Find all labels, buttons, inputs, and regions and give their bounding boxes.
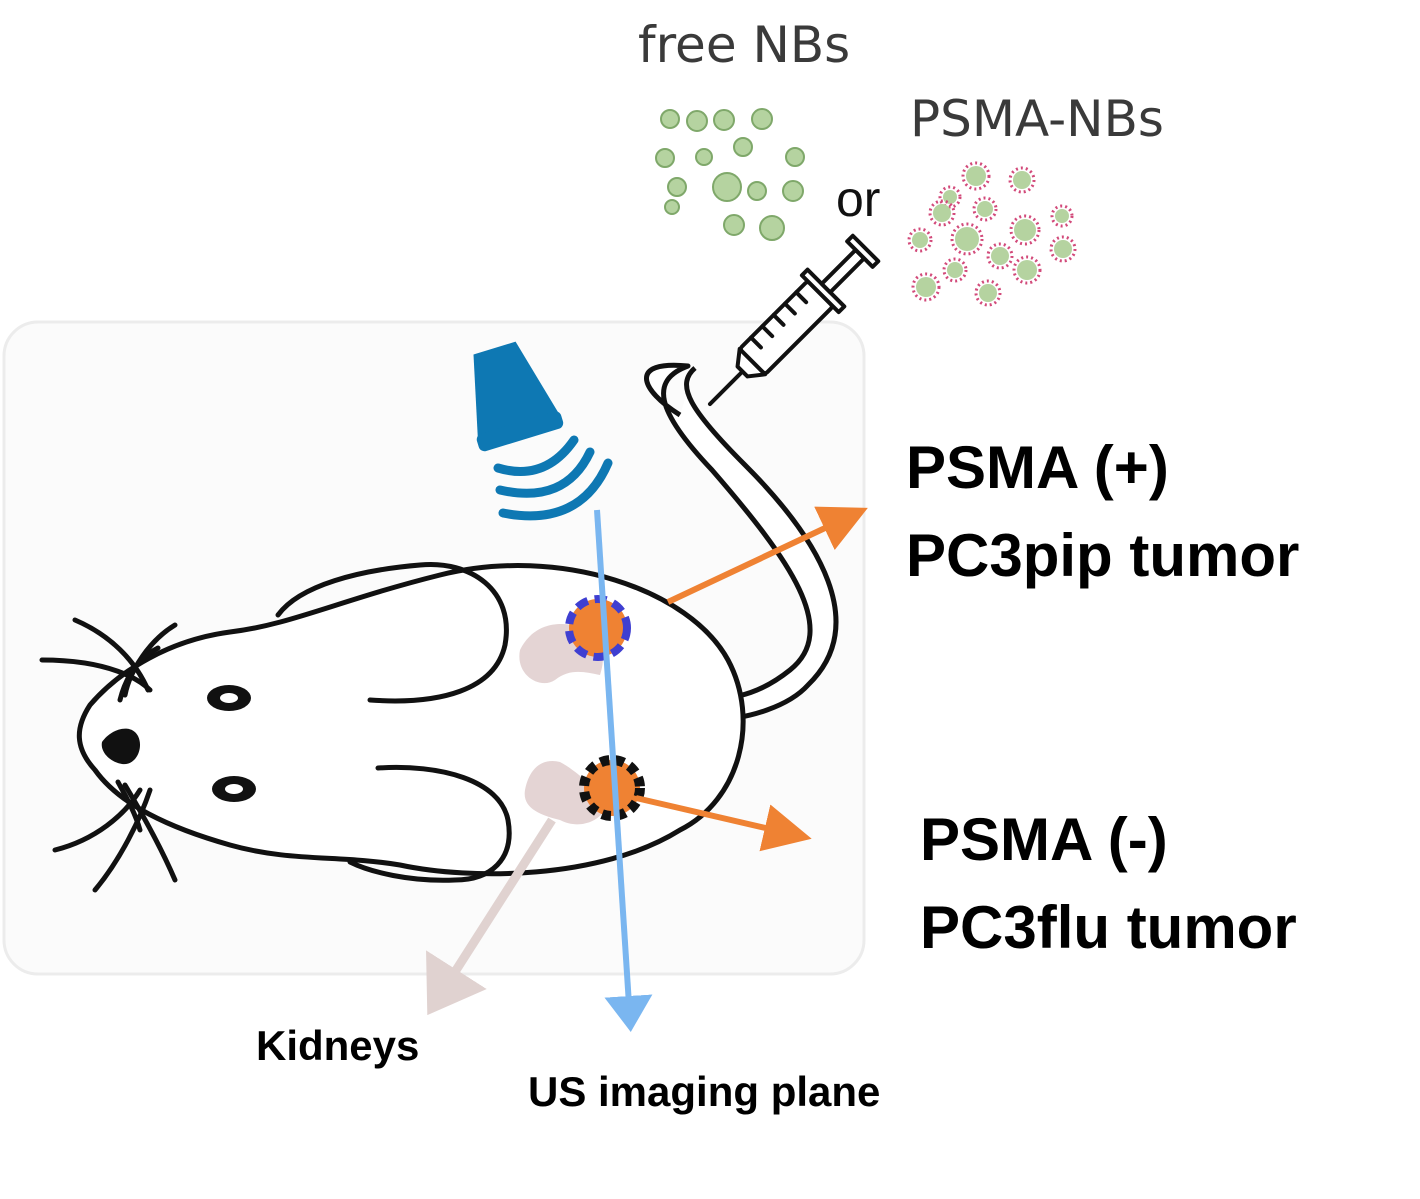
nanobubble [733,137,753,157]
whisker [122,782,178,883]
eye-icon [212,776,256,802]
whisker [117,645,161,703]
psma-nanobubble [1055,209,1069,223]
psma-nbs-label: PSMA-NBs [910,90,1164,148]
psma-ligand-ring [986,242,1014,270]
psma-nanobubble [966,166,986,186]
psma-nanobubble [991,247,1009,265]
whisker [115,779,143,833]
nanobubble [695,148,713,166]
psma-ligand-ring [1009,214,1041,246]
us-imaging-plane-label: US imaging plane [528,1068,880,1115]
nanobubble [785,147,805,167]
nanobubble [664,199,680,215]
nanobubble [712,172,742,202]
psma-nanobubble [979,284,997,302]
whisker [72,617,151,693]
kidney-lower [524,760,605,825]
psma-nanobubble [977,201,993,217]
psma-nanobubble [916,277,936,297]
psma-nanobubble [955,227,979,251]
whisker [92,787,153,893]
psma-nanobubble [947,262,963,278]
psma-ligand-ring [911,272,941,302]
nanobubble [655,148,675,168]
psma-negative-arrow [635,795,812,852]
psma-nanobubble [933,204,951,222]
psma-nanobubble [912,232,928,248]
mouse-ear-upper [275,561,509,704]
psma-nanobubble [1017,260,1037,280]
ultrasound-transducer-icon [473,341,564,452]
free-nbs-label: free NBs [638,16,850,74]
psma-ligand-ring [1049,235,1077,263]
psma-ligand-ring [1050,204,1074,228]
nanobubble [747,181,767,201]
psma-ligand-ring [974,279,1002,307]
psma-ligand-ring [942,257,968,283]
psma-ligand-ring [1008,166,1036,194]
syringe-icon [707,233,881,407]
pc3flu-tumor-label: PC3flu tumor [920,894,1297,961]
kidneys-label: Kidneys [256,1022,419,1069]
whisker [39,657,153,693]
free-nanobubbles-cluster [655,108,805,241]
mouse-ear-lower [347,764,512,883]
psma-ligand-ring [961,161,991,191]
psma-nanobubbles-cluster [907,161,1077,307]
nanobubble [723,214,745,236]
psma-nanobubble [1013,171,1031,189]
psma-nanobubble [943,190,957,204]
nanobubble [759,215,785,241]
kidneys-arrow [426,817,556,1016]
psma-nanobubble [1014,219,1036,241]
psma-ligand-ring [907,227,933,253]
psma-ligand-ring [972,196,998,222]
psma-negative-label: PSMA (-) [920,806,1168,873]
psma-nanobubble [1054,240,1072,258]
ultrasound-waves [493,435,613,521]
or-label: or [836,171,880,227]
psma-ligand-ring [938,185,962,209]
nanobubble [667,177,687,197]
nanobubble [751,108,773,130]
us-imaging-plane-arrow [594,509,653,1032]
nanobubble [782,180,804,202]
eye-icon [207,685,251,711]
psma-ligand-ring [950,222,984,256]
psma-ligand-ring [1012,255,1042,285]
psma-ligand-ring [928,199,956,227]
nose-icon [101,728,141,765]
nanobubble [713,109,735,131]
psma-positive-arrow [666,506,868,605]
nanobubble [660,109,680,129]
pc3pip-tumor-label: PC3pip tumor [906,522,1299,589]
nanobubble [686,110,708,132]
psma-positive-tumor [565,595,631,661]
psma-positive-label: PSMA (+) [906,434,1169,501]
